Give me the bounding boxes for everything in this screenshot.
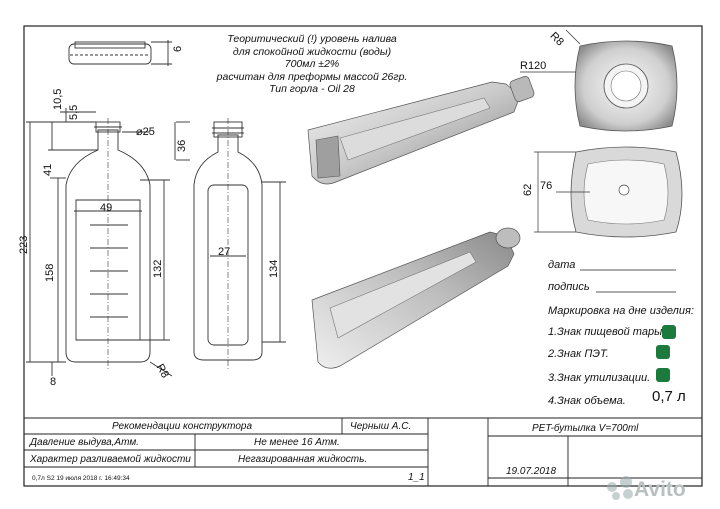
volume-mark: 0,7 л xyxy=(652,388,686,405)
dim-76: 76 xyxy=(540,180,553,192)
note-line-1: Теоритический (!) уровень налива xyxy=(227,33,397,45)
marking-title: Маркировка на дне изделия: xyxy=(548,305,694,317)
dim-223: 223 xyxy=(18,235,30,254)
tb-pressure-value: Не менее 16 Атм. xyxy=(254,437,340,448)
dim-diameter-25: ⌀25 xyxy=(136,126,155,138)
dim-36: 36 xyxy=(176,139,188,152)
disposal-icon xyxy=(656,368,670,382)
date-label: дата xyxy=(548,259,576,271)
food-container-icon xyxy=(662,325,676,339)
side-view-bottle xyxy=(176,118,286,370)
tb-date: 19.07.2018 xyxy=(506,466,557,477)
dim-134: 134 xyxy=(268,259,280,278)
fill-level-notes: Теоритический (!) уровень налива для спо… xyxy=(212,33,412,96)
dim-62: 62 xyxy=(522,183,534,196)
bottle-bottom-view xyxy=(534,146,683,238)
tb-liquid-label: Характер разливаемой жидкости xyxy=(30,454,191,465)
marking-item-3: 3.Знак утилизации. xyxy=(548,372,651,384)
tb-pressure-label: Давление выдува,Атм. xyxy=(30,437,139,448)
note-line-4: расчитан для преформы массой 26гр. xyxy=(216,70,408,83)
dim-8: 8 xyxy=(50,376,57,388)
watermark-text: Avito xyxy=(634,478,686,501)
dim-5-5: 5,5 xyxy=(68,104,80,120)
tb-footer: 0,7л S2 19 июля 2018 г. 16:49:34 xyxy=(32,475,130,482)
note-line-5: Тип горла - Oil 28 xyxy=(269,83,355,95)
top-view-neck xyxy=(68,40,172,66)
tb-recommendations: Рекомендации конструктора xyxy=(112,421,252,432)
tb-liquid-value: Негазированная жидкость. xyxy=(238,454,368,465)
front-view-bottle xyxy=(26,108,176,377)
title-block-grid xyxy=(23,417,702,487)
note-line-3: 700мл ±2% xyxy=(284,58,340,70)
tb-designer: Черныш А.С. xyxy=(350,421,412,432)
dim-158: 158 xyxy=(44,263,56,282)
dim-radius-120: R120 xyxy=(520,60,547,72)
marking-item-4: 4.Знак объема. xyxy=(548,395,626,407)
signature-label: подпись xyxy=(548,281,590,293)
dim-6: 6 xyxy=(172,45,184,52)
dim-27: 27 xyxy=(218,246,231,258)
tb-sheet: 1_1 xyxy=(408,472,425,483)
tb-product: PET-бутылка V=700ml xyxy=(532,423,639,434)
marking-item-1: 1.Знак пищевой тары. xyxy=(548,326,666,338)
dim-41: 41 xyxy=(42,163,54,176)
dim-49: 49 xyxy=(100,202,113,214)
dim-10-5: 10,5 xyxy=(52,88,64,110)
bottle-top-view xyxy=(520,29,678,132)
render-bottle-bottom xyxy=(311,227,521,369)
watermark-logo xyxy=(607,476,633,500)
note-line-2: для спокойной жидкости (воды) xyxy=(232,45,392,58)
dim-132: 132 xyxy=(152,259,164,278)
render-bottle-top xyxy=(307,76,535,185)
pet-recycling-icon xyxy=(656,345,670,359)
marking-item-2: 2.Знак ПЭТ. xyxy=(548,348,609,360)
